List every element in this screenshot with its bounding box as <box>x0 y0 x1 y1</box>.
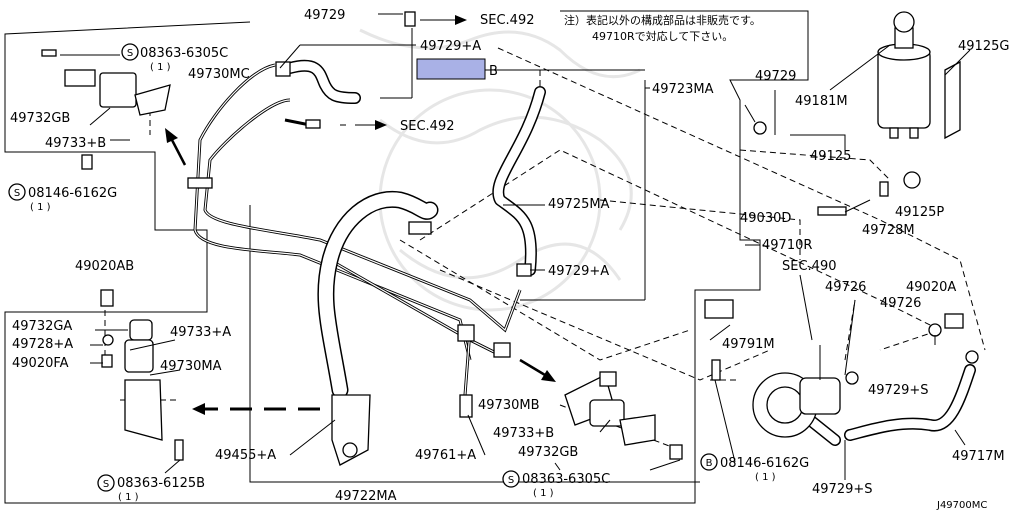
bracket-49730ma-group <box>100 289 184 461</box>
label-08146-6162g-b: 08146-6162G <box>720 456 809 471</box>
reservoir-tank <box>877 11 931 139</box>
label-08363-6305c-b-qty: ( 1 ) <box>533 488 554 499</box>
boundary-lines <box>4 10 846 504</box>
components <box>41 11 979 466</box>
symbol-s-1: S <box>127 48 133 59</box>
label-49717m: 49717M <box>952 449 1005 464</box>
label-b-callout: B <box>489 64 498 79</box>
label-49722ma: 49722MA <box>335 489 397 504</box>
clip-49729-s <box>965 350 979 364</box>
label-49728-a: 49728+A <box>12 337 73 352</box>
clamp-49791m <box>704 299 734 319</box>
hose-bracket <box>331 394 371 466</box>
circled-symbols: S S S S B <box>8 43 718 492</box>
label-49729-s-a: 49729+S <box>868 383 929 398</box>
label-49726-a: 49726 <box>825 280 866 295</box>
label-49723ma: 49723MA <box>652 82 714 97</box>
washer-49726 <box>928 323 942 337</box>
label-49729-s-b: 49729+S <box>812 482 873 497</box>
label-08363-6305c-a: 08363-6305C <box>140 46 228 61</box>
label-49729-a: 49729+A <box>420 39 481 54</box>
label-08146-6162g-qty: ( 1 ) <box>30 202 51 213</box>
part-labels: 49729 SEC.492 49729+A B 49723MA 08363-63… <box>10 8 1009 510</box>
symbol-s-2: S <box>14 188 20 199</box>
label-49020a: 49020A <box>906 280 956 295</box>
symbol-s-3: S <box>103 479 109 490</box>
label-49732gb-a: 49732GB <box>10 111 70 126</box>
label-49020ab: 49020AB <box>75 259 134 274</box>
pump-body <box>752 372 841 438</box>
label-49729: 49729 <box>755 69 796 84</box>
label-49730ma: 49730MA <box>160 359 222 374</box>
label-49710r: 49710R <box>762 238 812 253</box>
label-49732ga: 49732GA <box>12 319 72 334</box>
pipe-lines <box>193 63 522 396</box>
label-08363-6305c-a-qty: ( 1 ) <box>150 62 171 73</box>
label-08146-6162g: 08146-6162G <box>28 186 117 201</box>
hoses <box>284 59 976 446</box>
label-49730mb: 49730MB <box>478 398 540 413</box>
seal-49726 <box>845 371 859 385</box>
fitting-49761a <box>459 394 473 418</box>
label-49733-b-a: 49733+B <box>45 136 106 151</box>
leader-lines <box>60 13 971 480</box>
label-49761-a: 49761+A <box>415 448 476 463</box>
label-49125p: 49125P <box>895 205 944 220</box>
clip-49729 <box>753 121 767 135</box>
label-49729-top: 49729 <box>304 8 345 23</box>
note-box: 注）表記以外の構成部品は非販売です。 49710Rで対応して下さい。 <box>564 13 761 43</box>
bracket-49730mc-group <box>41 49 171 170</box>
label-49181m: 49181M <box>795 94 848 109</box>
washer-49728m <box>879 181 889 197</box>
note-line-1: 注）表記以外の構成部品は非販売です。 <box>564 13 761 27</box>
label-49125g: 49125G <box>958 39 1009 54</box>
label-sec492-a: SEC.492 <box>480 13 535 28</box>
label-49729-a2: 49729+A <box>548 264 609 279</box>
bracket-49730mb-group <box>564 371 683 460</box>
direction-arrows <box>165 15 556 415</box>
label-08146-6162g-b-qty: ( 1 ) <box>755 472 776 483</box>
label-49725ma: 49725MA <box>548 197 610 212</box>
union-49020a <box>944 313 964 329</box>
label-08363-6305c-b: 08363-6305C <box>522 472 610 487</box>
label-49020fa: 49020FA <box>12 356 69 371</box>
label-49730mc: 49730MC <box>188 67 250 82</box>
label-sec490: SEC.490 <box>782 259 837 274</box>
label-49455-a: 49455+A <box>215 448 276 463</box>
label-49791m: 49791M <box>722 337 775 352</box>
label-08363-6125b: 08363-6125B <box>117 476 205 491</box>
note-line-2: 49710Rで対応して下さい。 <box>592 29 733 43</box>
symbol-s-4: S <box>508 475 514 486</box>
label-49125: 49125 <box>810 149 851 164</box>
label-49733-b-b: 49733+B <box>493 426 554 441</box>
symbol-b-1: B <box>706 458 713 469</box>
label-49728m: 49728M <box>862 223 915 238</box>
diagram-code: J49700MC <box>936 500 987 510</box>
label-08363-6125b-qty: ( 1 ) <box>118 492 139 503</box>
bolt-49030d <box>817 206 847 216</box>
label-49732gb-b: 49732GB <box>518 445 578 460</box>
grommet-49125p <box>903 171 921 189</box>
label-49726-b: 49726 <box>880 296 921 311</box>
label-49733-a: 49733+A <box>170 325 231 340</box>
bolt-08146 <box>711 359 721 381</box>
highlight-band <box>416 58 486 80</box>
label-49030d: 49030D <box>740 211 791 226</box>
label-sec492-b: SEC.492 <box>400 119 455 134</box>
